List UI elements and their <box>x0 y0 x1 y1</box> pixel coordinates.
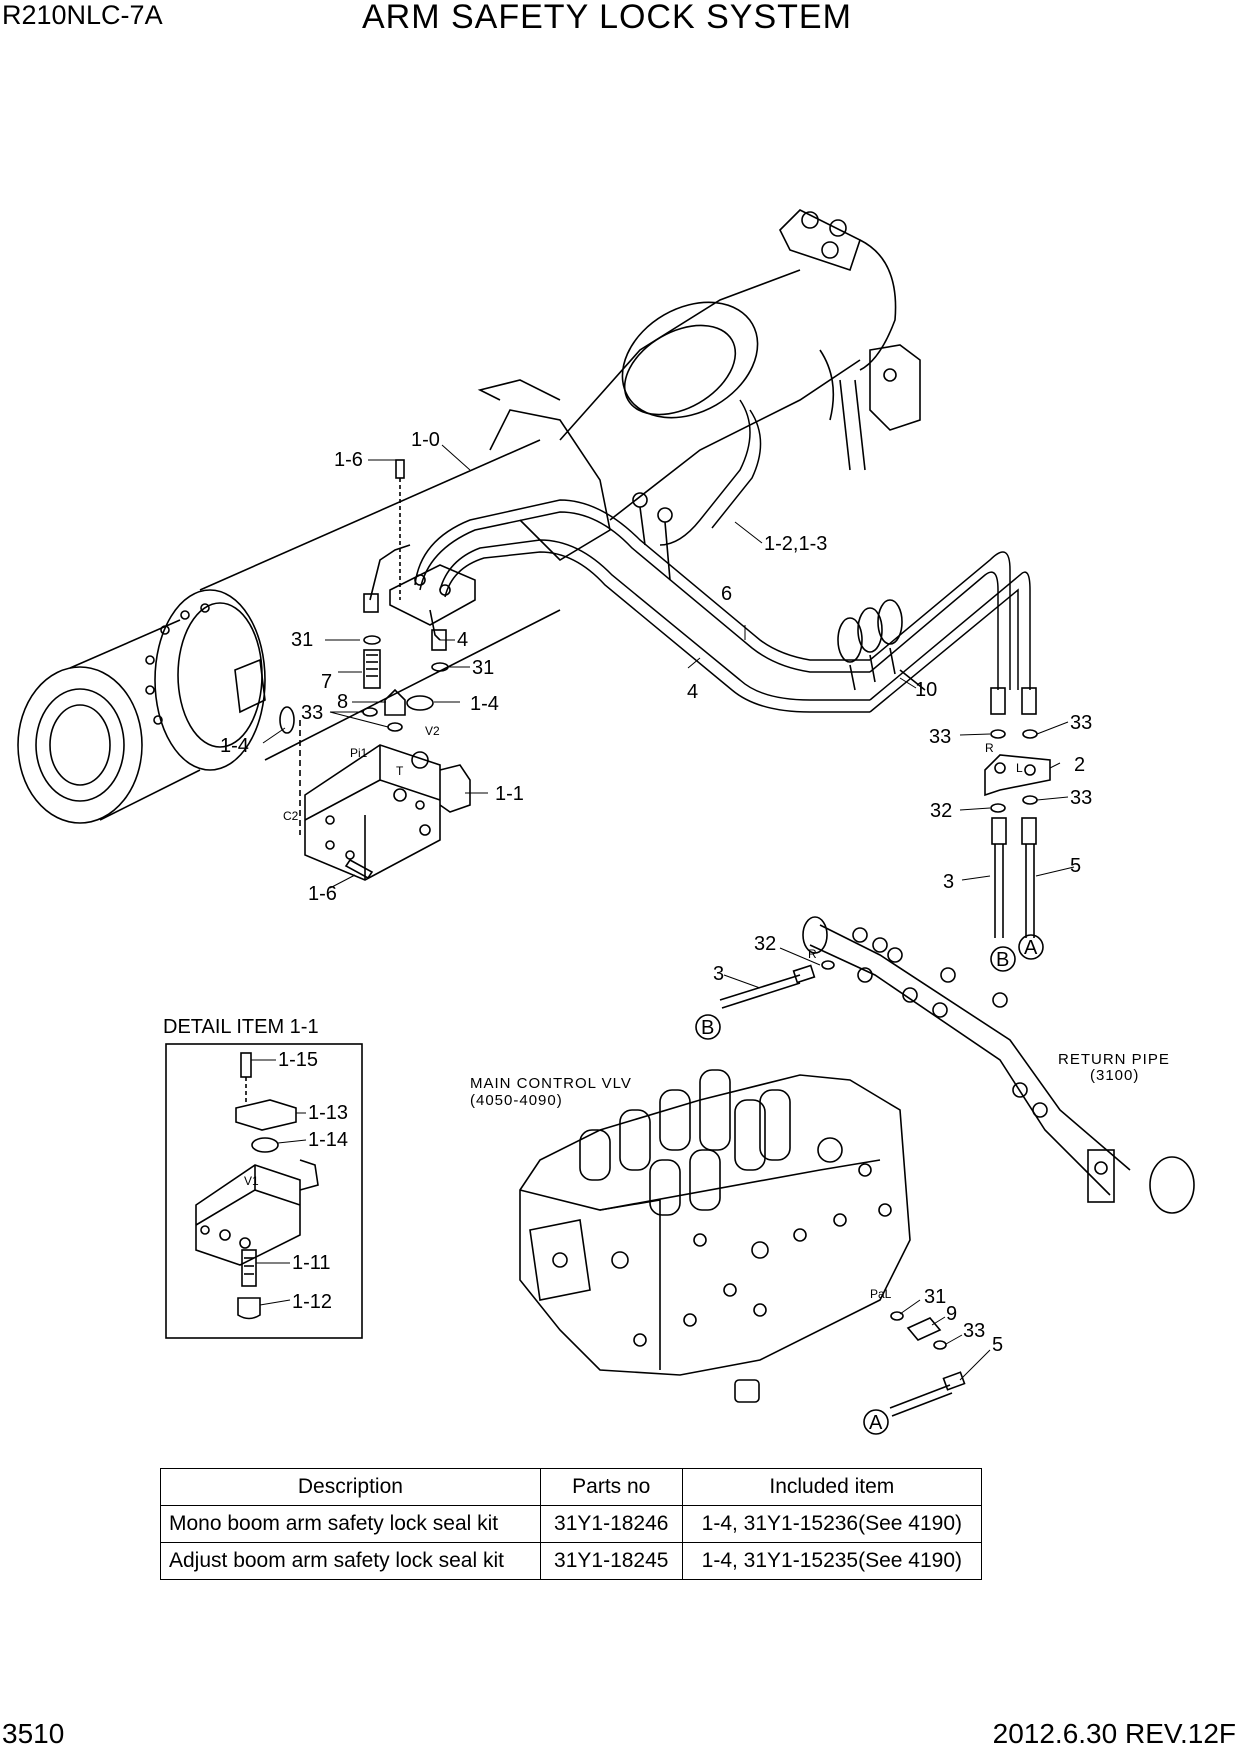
callout-33-left: 33 <box>301 702 323 724</box>
port-label-pi1: Pi1 <box>350 746 368 760</box>
lock-valve-1-1 <box>279 459 476 881</box>
callout-1-6-bottom: 1-6 <box>308 883 337 905</box>
port-label-v2: V2 <box>425 724 440 738</box>
connector-b-mid-label: B <box>701 1017 714 1039</box>
callout-33-bottom: 33 <box>963 1320 985 1342</box>
callout-32-upper: 32 <box>930 800 952 822</box>
callout-33-l-upper: 33 <box>1070 712 1092 734</box>
callout-31-left: 31 <box>291 629 313 651</box>
callout-31-bottom: 31 <box>924 1286 946 1308</box>
connector-b-mid <box>695 1014 721 1040</box>
callout-1-15: 1-15 <box>278 1049 318 1071</box>
port-label-c2: C2 <box>283 809 299 823</box>
callout-1-4-left: 1-4 <box>220 735 249 757</box>
callout-1-12: 1-12 <box>292 1291 332 1313</box>
connector-a-top <box>1018 934 1044 960</box>
callout-32-mid: 32 <box>754 933 776 955</box>
callout-33-r-upper: 33 <box>929 726 951 748</box>
callout-10: 10 <box>915 679 937 701</box>
port-label-l: L <box>1016 761 1023 775</box>
detail-parts <box>195 1052 319 1320</box>
callout-7: 7 <box>321 671 332 693</box>
callout-6: 6 <box>721 583 732 605</box>
connector-a-bottom <box>863 1409 889 1435</box>
pipes-4-6 <box>414 399 1031 713</box>
leader-lines <box>251 444 1075 1381</box>
callout-33-l-lower: 33 <box>1070 787 1092 809</box>
callout-2: 2 <box>1074 754 1085 776</box>
pipe-clamp-10 <box>837 599 926 691</box>
callout-5-bottom: 5 <box>992 1334 1003 1356</box>
callout-4-lower: 4 <box>687 681 698 703</box>
row-included-item: 1-4, 31Y1-15236(See 4190) <box>681 1505 983 1543</box>
page-title: ARM SAFETY LOCK SYSTEM <box>362 0 852 36</box>
row-parts-no: 31Y1-18246 <box>539 1505 683 1543</box>
right-hoses <box>719 687 1195 1417</box>
callout-1-13: 1-13 <box>308 1102 348 1124</box>
connector-b-top <box>990 946 1016 972</box>
callout-1-11: 1-11 <box>292 1252 331 1274</box>
header-parts-no: Parts no <box>539 1468 683 1506</box>
table-header-row: Description Parts no Included item <box>160 1468 983 1506</box>
row-description: Adjust boom arm safety lock seal kit <box>160 1542 541 1580</box>
arm-cylinder <box>17 209 921 824</box>
connector-a-bottom-label: A <box>869 1412 883 1434</box>
header-included-item: Included item <box>681 1468 983 1506</box>
port-label-v1: V1 <box>244 1174 259 1188</box>
callout-1-4-right: 1-4 <box>470 693 499 715</box>
callout-4-upper: 4 <box>457 629 468 651</box>
seal-kit-table: Description Parts no Included item Mono … <box>160 1468 983 1580</box>
page-number: 3510 <box>2 1718 65 1749</box>
port-label-r-upper: R <box>985 741 994 755</box>
header-description: Description <box>160 1468 541 1506</box>
return-pipe-label: RETURN PIPE <box>1058 1051 1170 1068</box>
port-label-t: T <box>396 764 404 778</box>
main-control-valve-label: MAIN CONTROL VLV <box>470 1075 632 1092</box>
callout-1-0: 1-0 <box>411 429 440 451</box>
row-description: Mono boom arm safety lock seal kit <box>160 1505 541 1543</box>
connector-a-top-label: A <box>1024 937 1038 959</box>
revision-date: 2012.6.30 REV.12F <box>992 1718 1236 1749</box>
row-included-item: 1-4, 31Y1-15235(See 4190) <box>681 1542 983 1580</box>
table-row: Mono boom arm safety lock seal kit 31Y1-… <box>160 1505 983 1543</box>
callout-8: 8 <box>337 691 348 713</box>
main-control-valve <box>519 1069 911 1403</box>
callout-1-1: 1-1 <box>495 783 524 805</box>
model-number: R210NLC-7A <box>2 0 163 30</box>
callout-1-6-top: 1-6 <box>334 449 363 471</box>
row-parts-no: 31Y1-18245 <box>539 1542 683 1580</box>
callout-1-14: 1-14 <box>308 1129 348 1151</box>
callout-9: 9 <box>946 1303 957 1325</box>
callout-3-mid: 3 <box>713 963 724 985</box>
detail-box <box>165 1043 363 1339</box>
callout-1-2-1-3: 1-2,1-3 <box>764 533 827 555</box>
detail-title: DETAIL ITEM 1-1 <box>163 1016 319 1038</box>
main-control-valve-ref: (4050-4090) <box>470 1092 563 1109</box>
callout-31-right: 31 <box>472 657 494 679</box>
return-pipe-ref: (3100) <box>1090 1067 1139 1084</box>
port-label-r-mid: R <box>808 947 817 961</box>
callout-3-upper: 3 <box>943 871 954 893</box>
port-label-pal: PaL <box>870 1287 892 1301</box>
table-row: Adjust boom arm safety lock seal kit 31Y… <box>160 1542 983 1580</box>
connector-b-top-label: B <box>996 949 1009 971</box>
callout-5-upper: 5 <box>1070 855 1081 877</box>
